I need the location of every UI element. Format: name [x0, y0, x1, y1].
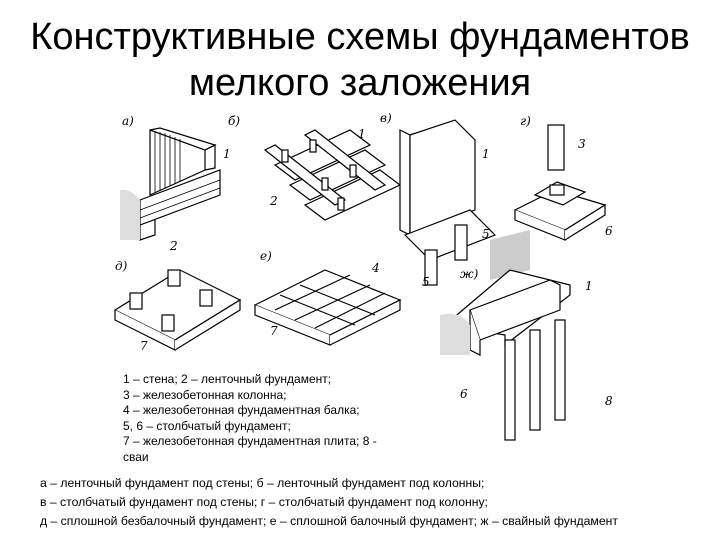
panel-label-b: б) — [228, 114, 240, 128]
callout-b-1: 1 — [358, 127, 366, 141]
panel-label-e: е) — [260, 249, 272, 263]
panel-e — [253, 269, 402, 346]
callout-b-2: 2 — [269, 194, 278, 208]
callout-d-7: 7 — [140, 339, 148, 353]
panel-label-zh: ж) — [460, 267, 479, 281]
callout-v-5a: 5 — [482, 227, 490, 241]
panel-zh — [440, 269, 571, 441]
title-line-2: мелкого заложения — [188, 62, 532, 104]
panel-label-v: в) — [380, 111, 392, 125]
legend-line: сваи — [123, 449, 149, 464]
callout-e-7: 7 — [270, 324, 278, 338]
panel-a — [120, 127, 221, 241]
legend-line: 4 – железобетонная фундаментная балка; — [123, 403, 360, 417]
legend-line: 7 – железобетонная фундаментная плита; 8… — [123, 434, 377, 448]
caption-line: в – столбчатый фундамент под стены; г – … — [40, 495, 488, 509]
callout-a-2: 2 — [169, 239, 178, 253]
callout-g-3: 3 — [578, 137, 586, 151]
panel-b — [263, 129, 402, 221]
caption-line: а – ленточный фундамент под стены; б – л… — [40, 476, 485, 490]
callout-v-1: 1 — [482, 147, 490, 161]
callout-zh-8: 8 — [605, 394, 613, 408]
legend: 1 – стена; 2 – ленточный фундамент; 3 – … — [123, 372, 378, 465]
figure-captions: а – ленточный фундамент под стены; б – л… — [40, 474, 618, 531]
legend-line: 1 – стена; 2 – ленточный фундамент; — [123, 372, 332, 386]
caption-line: д – сплошной безбалочный фундамент; е – … — [40, 514, 618, 528]
callout-a-1: 1 — [223, 147, 231, 161]
panel-d — [113, 269, 242, 351]
foundation-schemes-figure: а) б) в) г) д) е) ж) 1 2 1 2 1 3 4 5 5 6… — [113, 111, 613, 441]
panel-label-g: г) — [520, 114, 531, 128]
panel-g — [513, 124, 607, 241]
callout-v-4: 4 — [371, 261, 380, 275]
legend-line: 3 – железобетонная колонна; — [123, 387, 287, 402]
callout-zh-6: 6 — [460, 387, 468, 401]
panel-v — [399, 119, 530, 286]
title-line-1: Конструктивные схемы фундаментов — [30, 16, 690, 58]
legend-line: 5, 6 – столбчатый фундамент; — [123, 418, 291, 433]
callout-v-5b: 5 — [422, 275, 430, 289]
panel-label-a: а) — [122, 114, 134, 128]
callout-g-6: 6 — [605, 224, 613, 238]
slide-title: Конструктивные схемы фундаментов мелкого… — [0, 14, 720, 106]
callout-zh-1: 1 — [585, 279, 593, 293]
panel-label-d: д) — [115, 259, 128, 273]
